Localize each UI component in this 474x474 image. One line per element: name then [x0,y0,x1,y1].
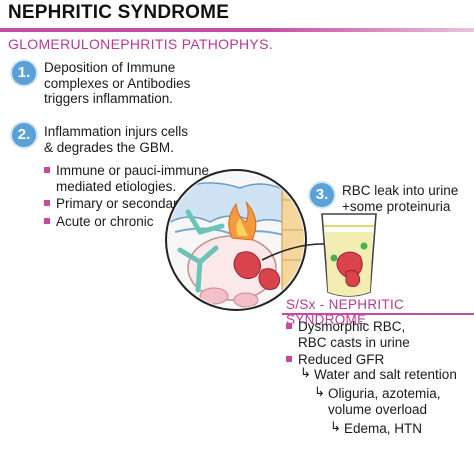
step-1-badge: 1. [12,61,36,85]
arrow-icon: ↳ [330,419,341,434]
step-2-badge: 2. [12,123,36,147]
bullet-line: RBC casts in urine [298,334,410,350]
step-3-line: RBC leak into urine [342,183,459,198]
antibody-icon [177,245,219,293]
protein-dot-icon [330,254,338,262]
step-3-line: +some proteinuria [342,198,451,214]
bullet-line: Acute or chronic [56,213,154,229]
bullet-line: Reduced GFR [298,352,385,367]
signs-divider [282,313,474,315]
title-divider [0,28,474,32]
inflammation-flame-icon [228,201,257,241]
bullet-line: Primary or secondary [56,196,185,211]
bullet-item: Acute or chronic [44,214,209,230]
bullet-item: Reduced GFR [286,352,410,368]
step-1-line: Deposition of Immune [44,60,176,75]
step-2-text: Inflammation injurs cells & degrades the… [44,124,188,155]
section-subtitle: GLOMERULONEPHRITIS PATHOPHYS. [8,36,273,52]
bullet-square-icon [44,217,50,224]
step-1-line: complexes or Antibodies [44,75,191,91]
bullet-line: Dysmorphic RBC, [298,319,406,334]
step-3-badge: 3. [310,183,334,207]
rbc-icon [258,268,281,291]
rbc-icon [233,251,262,280]
bullet-line: Immune or pauci-immune [56,163,210,178]
chain-step: Oliguria, azotemia, [328,386,441,401]
signs-symptoms-title: S/Sx - NEPHRITIC SYNDROME [286,297,405,327]
bullet-line: mediated etiologies. [56,178,177,194]
step-2-line: & degrades the GBM. [44,139,174,155]
step-1-text: Deposition of Immune complexes or Antibo… [44,60,190,107]
bullet-square-icon [286,323,292,329]
signs-bullet-list: Dysmorphic RBC, RBC casts in urine Reduc… [286,319,410,370]
bullet-square-icon [44,200,50,206]
chain-step: Water and salt retention [314,367,457,382]
page-title: NEPHRITIC SYNDROME [8,2,230,23]
urine-rbc-icon [345,269,361,287]
step-3-text: RBC leak into urine +some proteinuria [342,183,458,214]
chain-step: Edema, HTN [344,421,423,436]
bullet-item: Immune or pauci-immune mediated etiologi… [44,163,209,194]
step-1-line: triggers inflammation. [44,91,174,106]
bullet-square-icon [44,167,50,173]
bullet-item: Dysmorphic RBC, RBC casts in urine [286,319,410,350]
step-2-bullet-list: Immune or pauci-immune mediated etiologi… [44,163,209,231]
arrow-icon: ↳ [314,384,325,399]
arrow-icon: ↳ [300,365,311,380]
bullet-square-icon [286,356,292,362]
antibody-icon [185,209,225,235]
bullet-item: Primary or secondary [44,196,209,212]
step-2-line: Inflammation injurs cells [44,124,189,139]
chain-step: volume overload [328,402,428,417]
protein-dot-icon [360,242,368,250]
